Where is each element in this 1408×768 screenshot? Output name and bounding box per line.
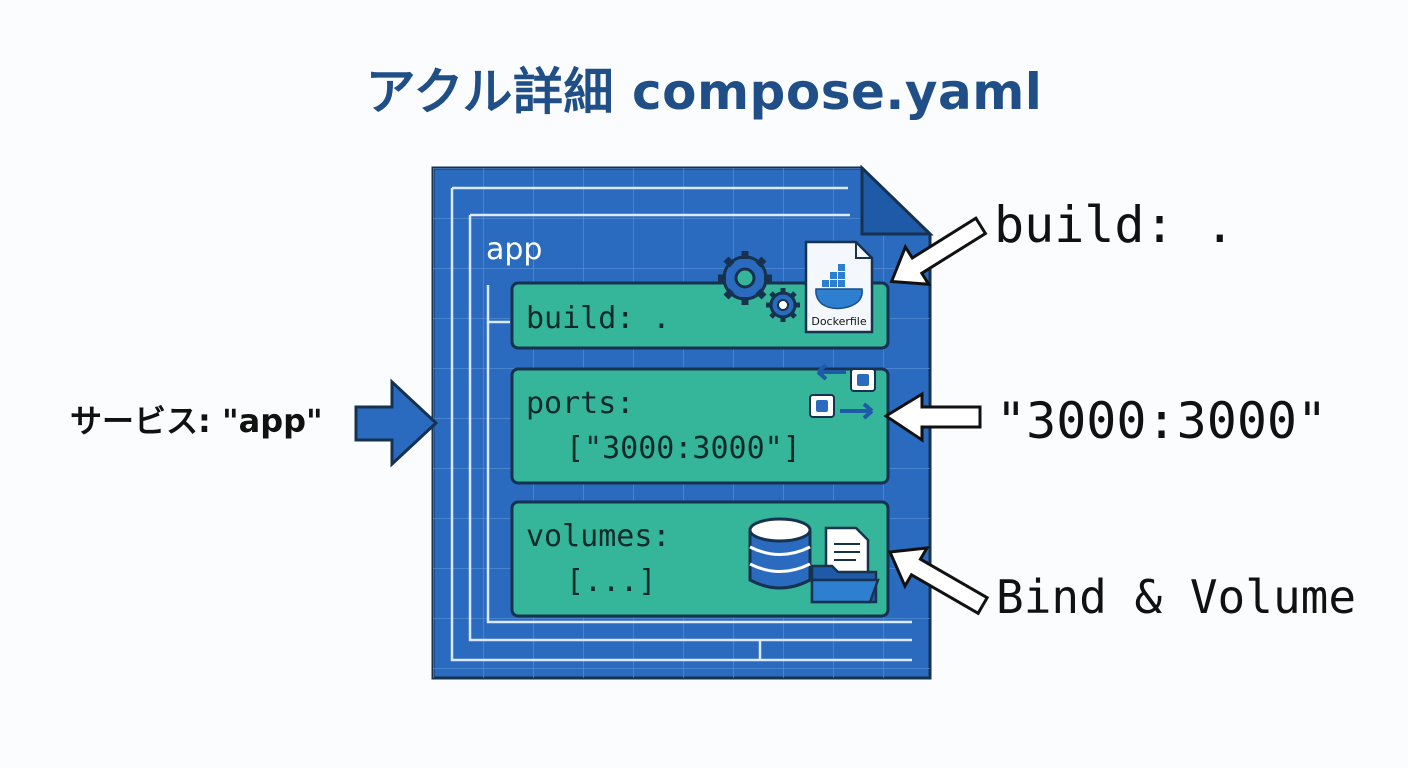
folder-icon: [810, 564, 880, 604]
port-out-icon: [809, 394, 874, 420]
page-title: アクル詳細 compose.yaml: [365, 63, 1043, 121]
build-callout: build: .: [994, 196, 1235, 254]
small-gear-icon: [766, 288, 800, 322]
service-label: サービス: "app": [70, 402, 323, 440]
dockerfile-label: Dockerfile: [811, 315, 867, 328]
volumes-callout-arrow: [887, 546, 990, 616]
ports-callout: "3000:3000": [996, 392, 1327, 450]
folded-corner: [860, 164, 934, 236]
service-name: app: [486, 232, 542, 267]
gear-icon: [718, 251, 772, 305]
dockerfile-icon: Dockerfile: [804, 240, 874, 334]
volumes-value: [...]: [566, 564, 656, 599]
build-callout-arrow: [889, 216, 988, 286]
volumes-callout: Bind & Volume: [996, 570, 1356, 624]
build-key: build: .: [526, 301, 671, 336]
ports-value: ["3000:3000"]: [566, 431, 801, 466]
document-icon: [824, 526, 870, 578]
service-arrow: [354, 378, 439, 468]
ports-key: ports:: [526, 386, 634, 421]
ports-section: ports: ["3000:3000"]: [510, 367, 890, 485]
build-section: build: .: [510, 281, 890, 350]
volumes-key: volumes:: [526, 519, 671, 554]
ports-callout-arrow: [883, 391, 982, 443]
database-icon: [748, 517, 812, 590]
port-in-icon: [816, 363, 876, 392]
